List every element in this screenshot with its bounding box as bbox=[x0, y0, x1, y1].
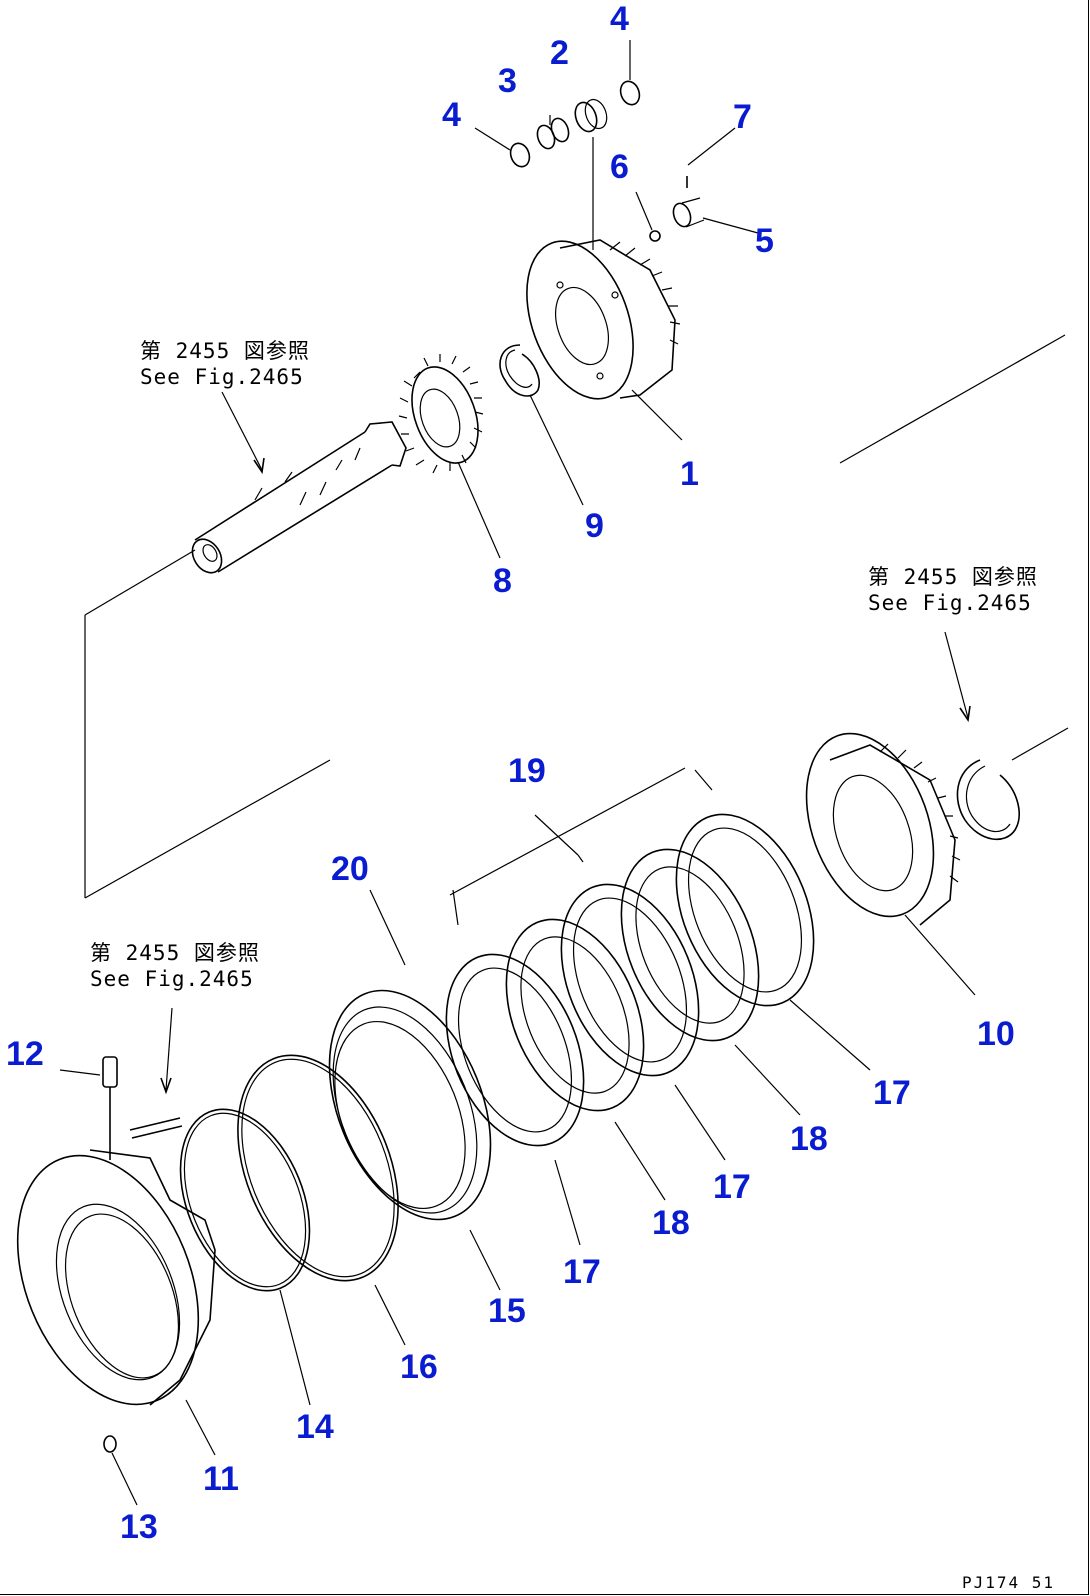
retainer-part-11 bbox=[16, 1149, 216, 1406]
washer-part-4a bbox=[509, 142, 531, 168]
callout-19: 19 bbox=[508, 752, 546, 790]
seal-ring-part-14 bbox=[179, 1108, 311, 1292]
callout-7: 7 bbox=[733, 98, 752, 136]
callout-2: 2 bbox=[550, 34, 569, 72]
axis-line-upper bbox=[84, 334, 1066, 616]
snap-ring-part-large bbox=[956, 759, 1020, 841]
axis-line-plates bbox=[449, 767, 713, 896]
bolt-part-12 bbox=[102, 1056, 118, 1160]
bearing-part-3 bbox=[536, 117, 570, 150]
callout-14: 14 bbox=[296, 1408, 334, 1446]
shaft-part-5 bbox=[672, 197, 705, 228]
reference-note-shaft: 第 2455 図参照 See Fig.2465 bbox=[140, 339, 310, 389]
callout-18-b: 18 bbox=[652, 1204, 690, 1242]
callout-17-b: 17 bbox=[713, 1168, 751, 1206]
ball-part-6 bbox=[649, 230, 661, 242]
gear-part-8 bbox=[398, 354, 484, 474]
callout-6: 6 bbox=[610, 148, 629, 186]
callout-11: 11 bbox=[203, 1460, 239, 1498]
callout-5: 5 bbox=[755, 222, 774, 260]
housing-part-10 bbox=[805, 732, 961, 926]
callout-16: 16 bbox=[400, 1348, 438, 1386]
piston-part-15 bbox=[328, 989, 492, 1221]
seal-ring-part-16 bbox=[237, 1054, 399, 1282]
reference-note-en: See Fig.2465 bbox=[90, 967, 254, 991]
reference-note-jp: 第 2455 図参照 bbox=[868, 565, 1038, 589]
shaft-part bbox=[191, 421, 407, 574]
callout-3: 3 bbox=[498, 62, 517, 100]
leader-lines bbox=[59, 40, 976, 1506]
reference-note-en: See Fig.2465 bbox=[868, 591, 1032, 615]
callout-20: 20 bbox=[331, 850, 369, 888]
reference-note-jp: 第 2455 図参照 bbox=[90, 941, 260, 965]
plug-part-13 bbox=[103, 1435, 117, 1453]
callout-15: 15 bbox=[488, 1292, 526, 1330]
axis-line-right bbox=[1011, 727, 1069, 761]
reference-note-jp: 第 2455 図参照 bbox=[140, 339, 310, 363]
pinion-part-2 bbox=[574, 98, 608, 133]
callout-1: 1 bbox=[680, 455, 699, 493]
callout-4-left: 4 bbox=[442, 96, 461, 134]
plate-part-18b bbox=[505, 918, 645, 1112]
axis-line-middle bbox=[84, 615, 331, 899]
plate-part-18a bbox=[620, 848, 760, 1042]
plate-part-17b bbox=[560, 883, 700, 1077]
callout-10: 10 bbox=[977, 1015, 1015, 1053]
callout-12: 12 bbox=[6, 1035, 44, 1073]
callout-8: 8 bbox=[493, 562, 512, 600]
callout-9: 9 bbox=[585, 507, 604, 545]
callout-4-top: 4 bbox=[610, 0, 629, 38]
reference-note-en: See Fig.2465 bbox=[140, 365, 304, 389]
callout-13: 13 bbox=[120, 1508, 158, 1546]
drawing-code: PJ174 51 bbox=[962, 1573, 1055, 1592]
reference-note-housing: 第 2455 図参照 See Fig.2465 bbox=[868, 565, 1038, 615]
callout-18-a: 18 bbox=[790, 1120, 828, 1158]
plate-part-17c bbox=[445, 953, 585, 1147]
plate-part-17a bbox=[675, 813, 815, 1007]
callout-17-c: 17 bbox=[563, 1253, 601, 1291]
carrier-part-1 bbox=[526, 239, 681, 400]
dowel-pin-part bbox=[129, 1117, 183, 1139]
reference-note-retainer: 第 2455 図参照 See Fig.2465 bbox=[90, 941, 260, 991]
washer-part-4b bbox=[619, 80, 641, 106]
callout-17-a: 17 bbox=[873, 1074, 911, 1112]
snap-ring-part-9 bbox=[499, 344, 540, 397]
